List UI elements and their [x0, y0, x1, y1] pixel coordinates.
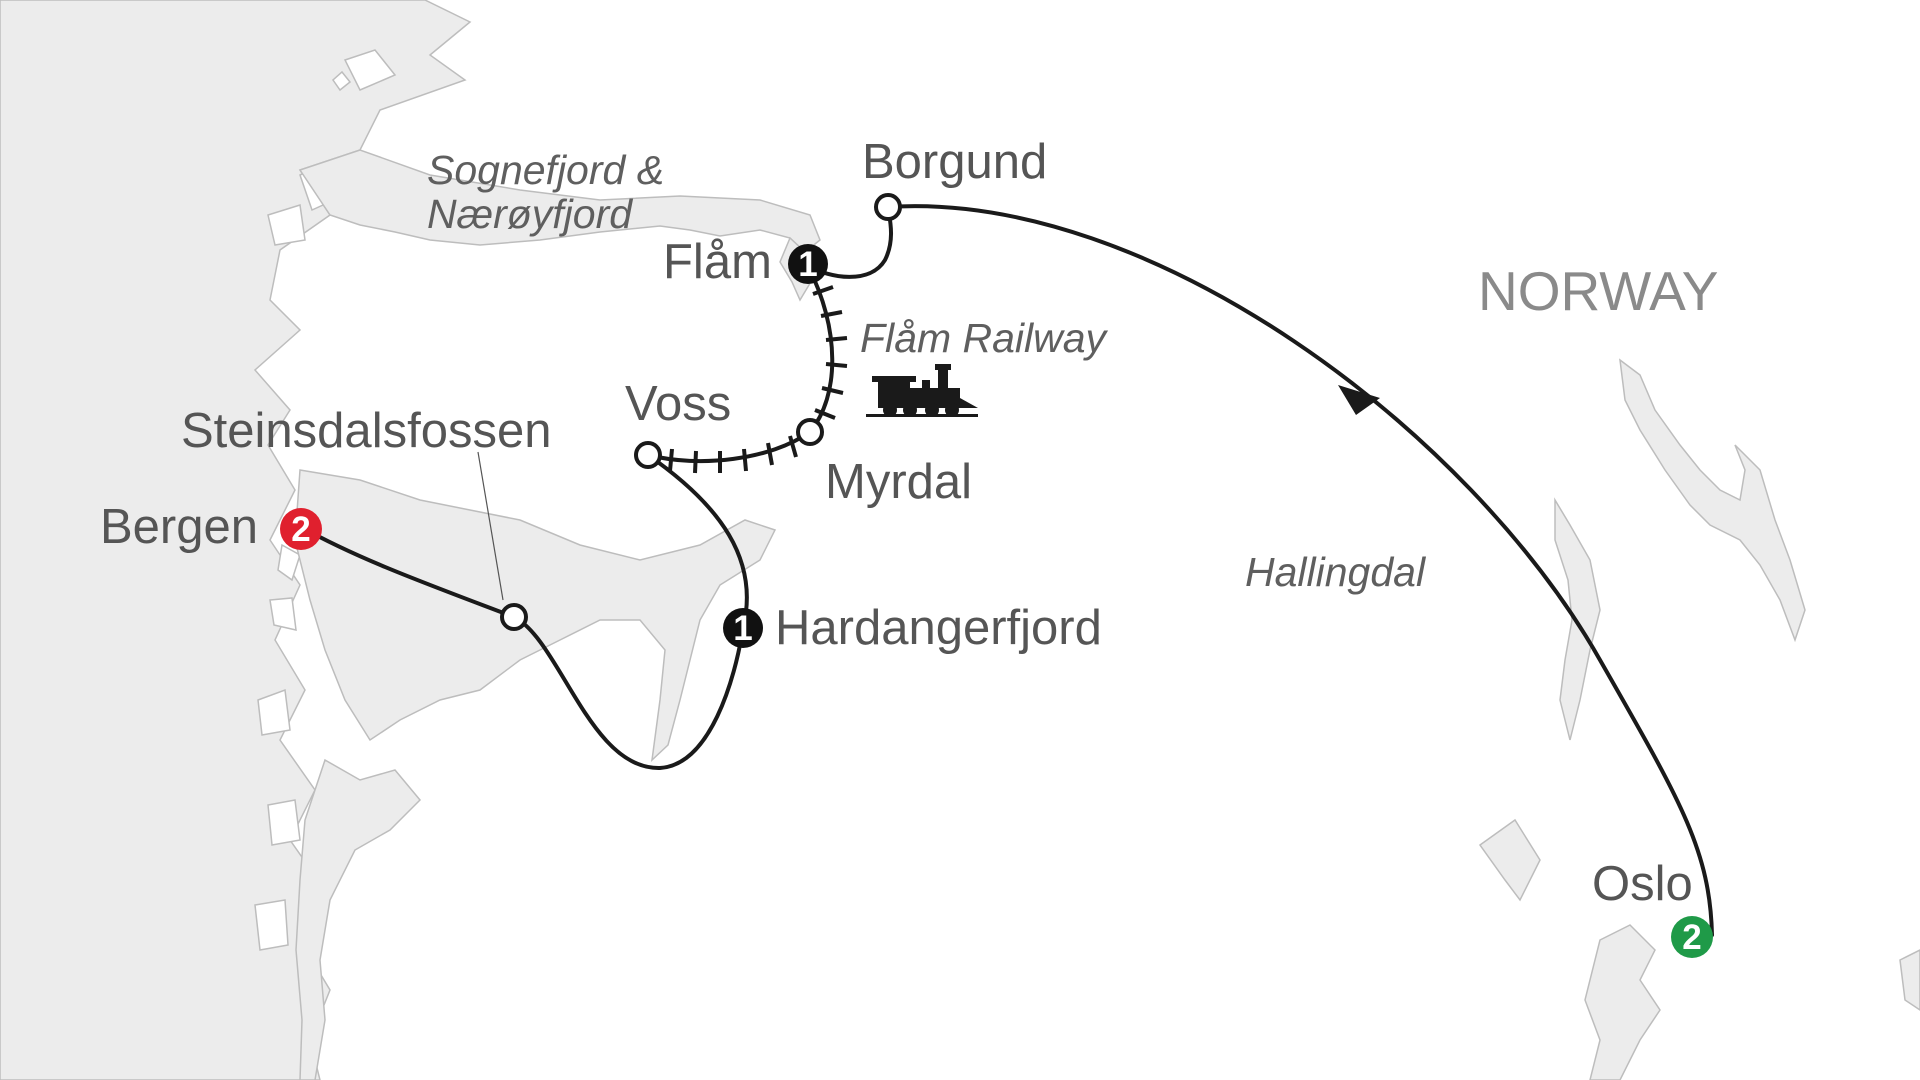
- waypoints: [500, 193, 902, 631]
- oslo-nights: 2: [1682, 918, 1701, 957]
- steinsdalsfossen-label[interactable]: Steinsdalsfossen: [181, 404, 551, 458]
- stop-hardangerfjord[interactable]: 1: [723, 608, 763, 648]
- southern-fjord-arms: [295, 758, 422, 1080]
- flam-railway-label: Flåm Railway: [860, 315, 1109, 361]
- sognefjord-label: Sognefjord &: [427, 147, 664, 193]
- overnight-badge: [788, 244, 828, 284]
- hardangerfjord-nights: 1: [733, 609, 752, 648]
- stop-flam[interactable]: 1: [788, 244, 828, 284]
- coastal-islands: [254, 49, 397, 951]
- stop-bergen[interactable]: 2: [280, 508, 322, 550]
- country-label: NORWAY: [1478, 260, 1718, 322]
- hallingdal-label: Hallingdal: [1245, 549, 1427, 595]
- stop-voss[interactable]: [634, 441, 662, 469]
- stop-borgund[interactable]: [874, 193, 902, 221]
- myrdal-label[interactable]: Myrdal: [825, 455, 972, 509]
- train-icon: [866, 364, 978, 417]
- stop-steinsdalsfossen[interactable]: [500, 603, 528, 631]
- steinsdalsfossen-leader: [477, 451, 504, 601]
- route: [299, 204, 1714, 937]
- overnight-badge: [723, 608, 763, 648]
- direction-arrow-icon: [1338, 385, 1380, 415]
- voss-label[interactable]: Voss: [625, 377, 731, 431]
- route-borgund-oslo: [886, 204, 1714, 937]
- hardangerfjord-label[interactable]: Hardangerfjord: [775, 601, 1102, 655]
- flam-nights: 1: [798, 245, 817, 284]
- stop-myrdal[interactable]: [796, 418, 824, 446]
- sognefjord: [298, 149, 821, 253]
- start-badge: [280, 508, 322, 550]
- flam-label[interactable]: Flåm: [663, 235, 772, 289]
- borgund-label[interactable]: Borgund: [862, 135, 1047, 189]
- route-flam-borgund: [806, 205, 893, 279]
- bergen-nights: 2: [291, 510, 310, 549]
- route-hardangerfjord-voss: [646, 453, 749, 630]
- end-badge: [1671, 916, 1713, 958]
- route-steinsdalsfossen-hardangerfjord: [512, 615, 745, 771]
- route-bergen-steinsdalsfossen: [299, 525, 516, 619]
- oslo-label[interactable]: Oslo: [1592, 857, 1693, 911]
- naeroyfjord-label: Nærøyfjord: [427, 191, 633, 237]
- hardangerfjord: [294, 469, 777, 762]
- stop-oslo[interactable]: 2: [1671, 916, 1713, 958]
- bergen-label[interactable]: Bergen: [100, 500, 258, 554]
